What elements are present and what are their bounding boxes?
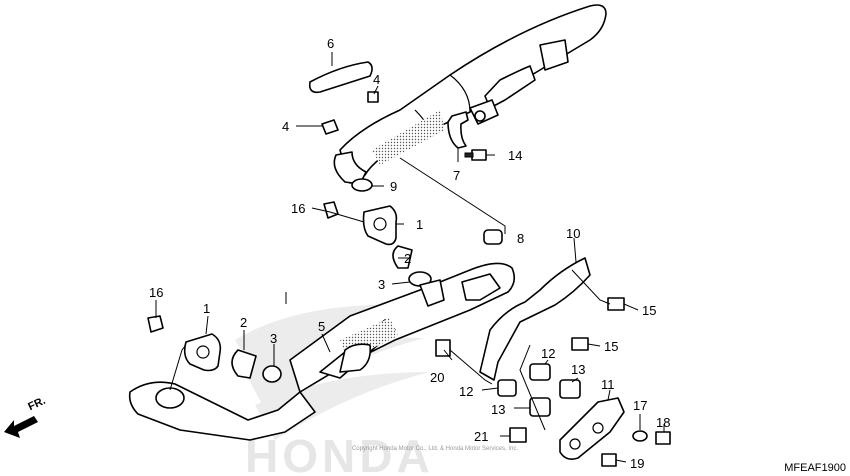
callout-19: 19 bbox=[630, 456, 644, 471]
bolt-20 bbox=[435, 339, 451, 357]
stud-16-upper bbox=[323, 201, 339, 219]
copyright-notice: Copyright Honda Motor Co., Ltd. & Honda … bbox=[351, 446, 519, 452]
callout-18: 18 bbox=[656, 415, 670, 430]
lower-muffler bbox=[128, 262, 516, 441]
callout-13-upper: 13 bbox=[571, 362, 585, 377]
exhaust-flange-upper bbox=[362, 205, 398, 246]
bolt-15-lower bbox=[571, 337, 589, 351]
callout-8: 8 bbox=[517, 231, 524, 246]
band-clamp bbox=[447, 111, 469, 149]
stud-16-lower bbox=[147, 315, 164, 333]
diagram-code: MFEAF1900 bbox=[784, 462, 846, 474]
callout-5: 5 bbox=[318, 319, 325, 334]
leader-lines bbox=[155, 52, 665, 463]
callout-1-upper: 1 bbox=[416, 217, 423, 232]
callouts: 6 4 4 14 7 9 16 1 8 2 3 10 16 1 2 3 5 15… bbox=[149, 36, 670, 471]
callout-7: 7 bbox=[453, 168, 460, 183]
callout-10: 10 bbox=[566, 226, 580, 241]
callout-17: 17 bbox=[633, 398, 647, 413]
bolt-15-upper bbox=[607, 297, 625, 311]
callout-21: 21 bbox=[474, 429, 488, 444]
callout-16-upper: 16 bbox=[291, 201, 305, 216]
nut-18 bbox=[655, 431, 671, 445]
nut-19 bbox=[601, 453, 617, 467]
callout-3-upper: 3 bbox=[378, 277, 385, 292]
muffler-bracket bbox=[479, 257, 591, 381]
callout-4-upper: 4 bbox=[373, 72, 380, 87]
callout-15-lower: 15 bbox=[604, 339, 618, 354]
washer-17 bbox=[632, 430, 648, 442]
collar-12-upper bbox=[529, 363, 551, 381]
collet-lower bbox=[231, 349, 257, 379]
gasket-lower bbox=[262, 365, 282, 383]
collar-13-lower bbox=[529, 397, 551, 417]
upper-muffler bbox=[333, 4, 607, 192]
collar-12-lower bbox=[497, 379, 517, 397]
clip-4-upper bbox=[367, 91, 379, 103]
callout-12-lower: 12 bbox=[459, 384, 473, 399]
heat-shield bbox=[308, 61, 373, 94]
collet-upper bbox=[392, 245, 413, 269]
front-direction-arrow-icon bbox=[4, 416, 38, 438]
callout-2-upper: 2 bbox=[404, 251, 411, 266]
watermark-text: HONDA bbox=[245, 430, 434, 476]
callout-1-lower: 1 bbox=[203, 301, 210, 316]
step-bracket bbox=[559, 397, 625, 460]
callout-15-upper: 15 bbox=[642, 303, 656, 318]
callout-4-lower: 4 bbox=[282, 119, 289, 134]
callout-9: 9 bbox=[390, 179, 397, 194]
callout-11: 11 bbox=[601, 377, 615, 392]
callout-16-lower: 16 bbox=[149, 285, 163, 300]
rubber-collar bbox=[483, 229, 503, 245]
clip-4-lower bbox=[321, 119, 339, 135]
callout-3-lower: 3 bbox=[270, 331, 277, 346]
collar-13-upper bbox=[559, 379, 581, 399]
callout-2-lower: 2 bbox=[240, 315, 247, 330]
callout-13-lower: 13 bbox=[491, 402, 505, 417]
callout-20: 20 bbox=[430, 370, 444, 385]
bolt-14 bbox=[464, 149, 487, 161]
callout-12-upper: 12 bbox=[541, 346, 555, 361]
honda-watermark: HONDA bbox=[235, 304, 434, 476]
callout-6: 6 bbox=[327, 36, 334, 51]
bolt-21 bbox=[509, 427, 527, 443]
exhaust-flange-lower bbox=[183, 333, 222, 372]
callout-14: 14 bbox=[508, 148, 522, 163]
